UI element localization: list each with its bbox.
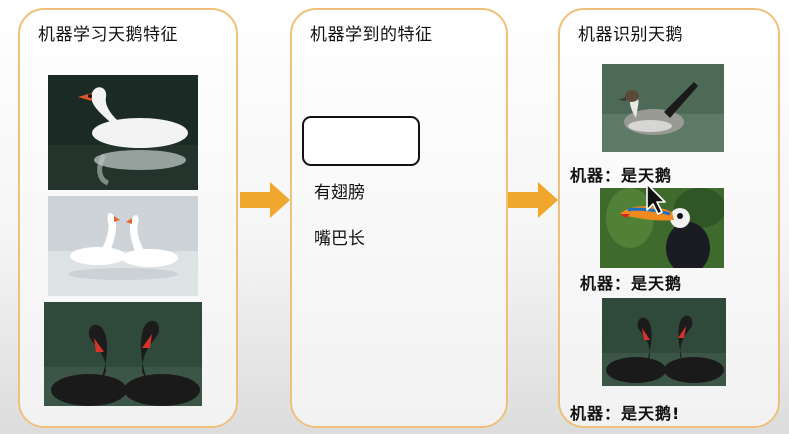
- two-white-swans-photo: [48, 196, 198, 296]
- verdict-black-swan: 机器：是天鹅!: [570, 404, 681, 423]
- white-swan-photo: [48, 75, 198, 190]
- black-swans-photo-2: [602, 298, 726, 386]
- feature-wings: 有翅膀: [314, 183, 365, 203]
- feature-long-beak: 嘴巴长: [314, 229, 365, 249]
- recognition-panel-title: 机器识别天鹅: [578, 25, 683, 45]
- learning-panel-title: 机器学习天鹅特征: [38, 25, 178, 45]
- verdict-duck: 机器：是天鹅: [570, 166, 673, 185]
- arrow-right-icon: [238, 180, 292, 220]
- duck-photo: [602, 64, 724, 152]
- learned-panel-title: 机器学到的特征: [310, 25, 433, 45]
- arrow-right-icon: [506, 180, 560, 220]
- recognition-panel: 机器识别天鹅 机器：是天鹅 机器：是天鹅: [558, 8, 780, 428]
- empty-feature-box: [302, 116, 420, 166]
- verdict-toucan: 机器：是天鹅: [580, 274, 683, 293]
- mouse-cursor-icon: [645, 182, 669, 216]
- black-swans-photo: [44, 302, 202, 412]
- learned-features-panel: 机器学到的特征 有翅膀 嘴巴长: [290, 8, 508, 428]
- learning-panel: 机器学习天鹅特征: [18, 8, 238, 428]
